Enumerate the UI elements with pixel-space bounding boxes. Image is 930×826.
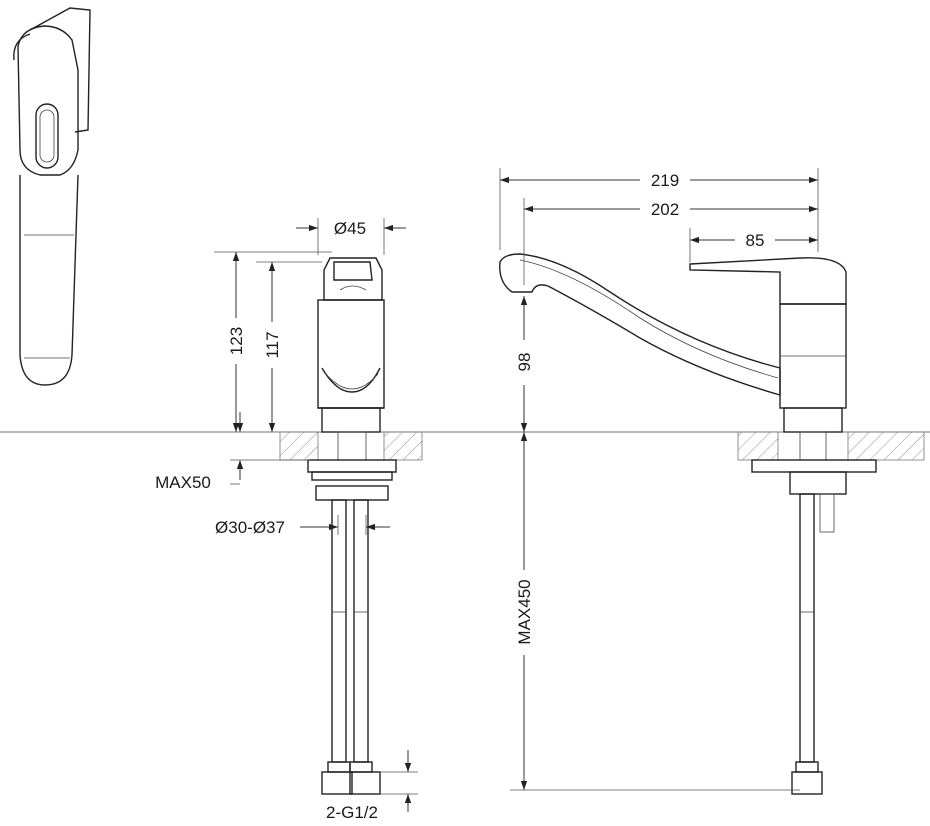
dim-max-worktop: MAX50: [155, 473, 211, 492]
dim-connection-thread: 2-G1/2: [326, 803, 378, 822]
dim-spout-reach: 202: [651, 200, 679, 219]
side-view-faucet: [499, 253, 925, 795]
dim-mounting-hole: Ø30-Ø37: [215, 518, 285, 537]
front-view-faucet: [279, 257, 423, 795]
dim-body-height: 117: [263, 331, 282, 358]
dim-spout-height: 98: [515, 353, 534, 372]
dim-lever-length: 85: [746, 231, 765, 250]
dim-max-hose: MAX450: [515, 579, 534, 644]
dim-total-height: 123: [227, 327, 246, 355]
dim-overall-reach: 219: [651, 171, 679, 190]
dim-lines: [214, 168, 819, 812]
top-view-handle: [13, 7, 91, 386]
dim-body-diameter: Ø45: [334, 219, 366, 238]
